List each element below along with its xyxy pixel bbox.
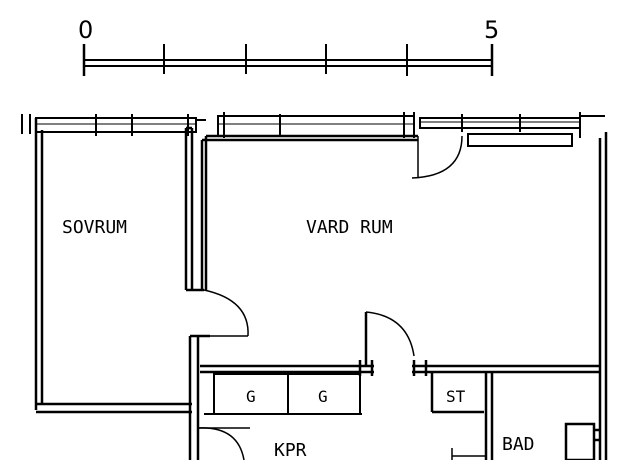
door-balcony [411, 135, 463, 179]
room-label-st: ST [446, 387, 466, 406]
door-kpr [197, 427, 250, 460]
room-label-vardrum: VARD RUM [306, 217, 393, 238]
room-label-sovrum: SOVRUM [62, 217, 127, 238]
room-label-kpr: KPR [274, 440, 307, 460]
door-sovrum [203, 289, 249, 337]
scale-label-end: 5 [484, 16, 499, 44]
closets [204, 373, 362, 415]
closet-label-g2: G [318, 387, 328, 406]
bathroom-walls [430, 372, 600, 460]
scale-bar [82, 44, 494, 76]
right-wall [598, 132, 608, 460]
door-hall [365, 311, 415, 357]
door-bad [451, 448, 486, 460]
closet-label-g1: G [246, 387, 256, 406]
scale-label-start: 0 [78, 16, 93, 44]
sovrum-walls [34, 118, 192, 414]
partition-wall [184, 126, 418, 460]
room-label-bad: BAD [502, 434, 535, 455]
lower-walls [200, 312, 600, 376]
